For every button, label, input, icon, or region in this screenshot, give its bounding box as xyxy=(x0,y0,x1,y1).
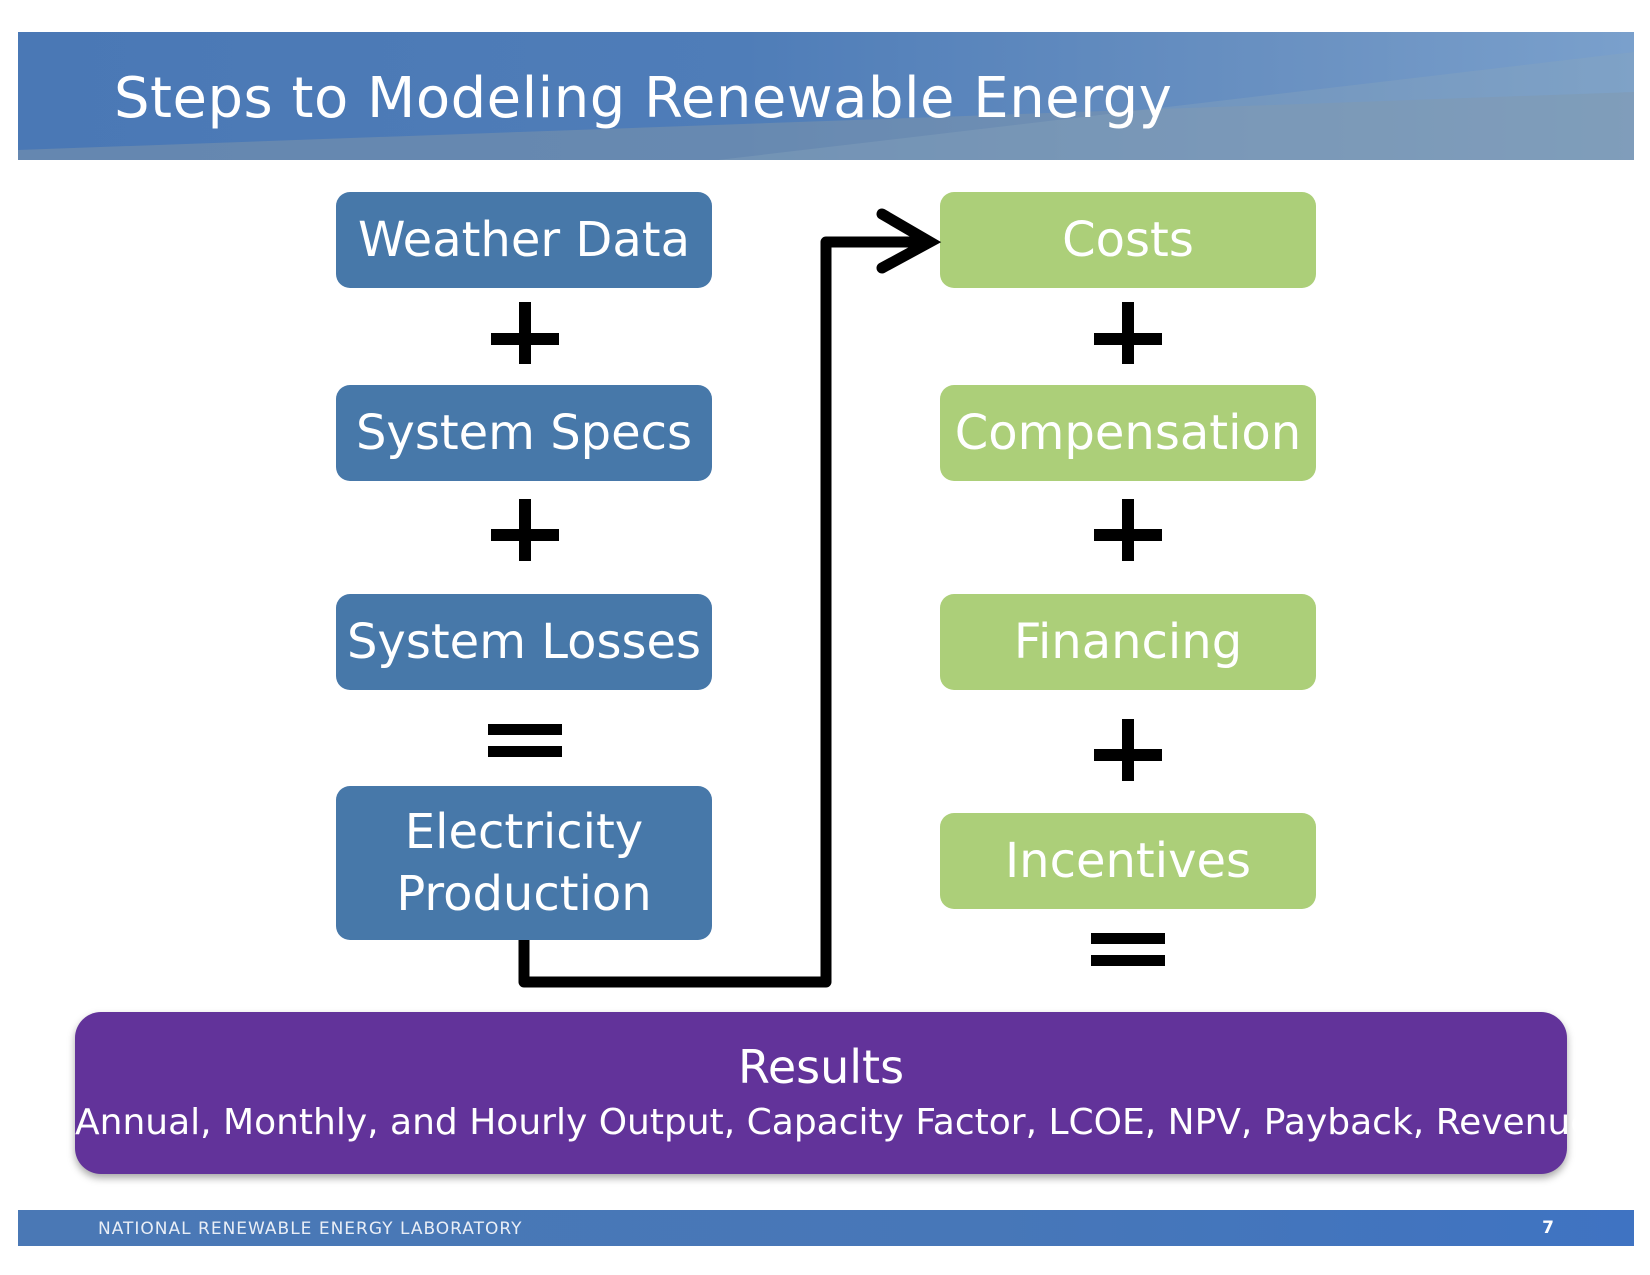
plus-operator-right-1 xyxy=(1094,302,1162,364)
equals-operator-right xyxy=(1091,933,1165,966)
page-title: Steps to Modeling Renewable Energy xyxy=(114,66,1173,131)
arrowhead-icon xyxy=(876,208,942,274)
equals-operator-left xyxy=(488,724,562,757)
footer-bar: NATIONAL RENEWABLE ENERGY LABORATORY 7 xyxy=(18,1210,1634,1246)
plus-operator-left-2 xyxy=(491,499,559,561)
electricity-label-line1: Electricity xyxy=(404,804,644,860)
system-losses-box: System Losses xyxy=(336,594,712,690)
weather-data-label: Weather Data xyxy=(358,212,690,268)
costs-box: Costs xyxy=(940,192,1316,288)
electricity-production-box: Electricity Production xyxy=(336,786,712,940)
results-box: Results Annual, Monthly, and Hourly Outp… xyxy=(75,1012,1593,1174)
plus-operator-right-3 xyxy=(1094,719,1162,781)
financing-box: Financing xyxy=(940,594,1316,690)
banner-swoosh xyxy=(18,52,1634,160)
plus-operator-left-1 xyxy=(491,302,559,364)
incentives-label: Incentives xyxy=(1004,833,1252,889)
system-specs-label: System Specs xyxy=(355,405,693,461)
results-title: Results xyxy=(737,1040,905,1094)
title-banner: Steps to Modeling Renewable Energy xyxy=(18,32,1634,160)
incentives-box: Incentives xyxy=(940,813,1316,909)
weather-data-box: Weather Data xyxy=(336,192,712,288)
page-number: 7 xyxy=(1542,1218,1554,1238)
system-losses-label: System Losses xyxy=(346,614,702,670)
connector-arrow xyxy=(518,236,930,988)
compensation-label: Compensation xyxy=(954,405,1302,461)
plus-operator-right-2 xyxy=(1094,499,1162,561)
electricity-label-line2: Production xyxy=(396,866,652,922)
financing-label: Financing xyxy=(1013,614,1243,670)
compensation-box: Compensation xyxy=(940,385,1316,481)
system-specs-box: System Specs xyxy=(336,385,712,481)
costs-label: Costs xyxy=(1062,212,1194,268)
results-subtitle: Annual, Monthly, and Hourly Output, Capa… xyxy=(75,1102,1593,1143)
footer-organization: NATIONAL RENEWABLE ENERGY LABORATORY xyxy=(98,1219,523,1239)
